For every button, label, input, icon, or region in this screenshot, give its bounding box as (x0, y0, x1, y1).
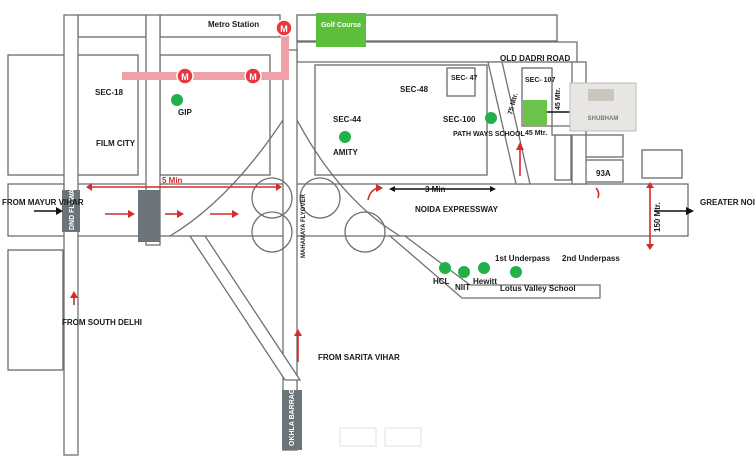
road-45m-horizontal-label: 45 Mtr. (525, 130, 547, 137)
hewitt-label: Hewitt (473, 277, 497, 286)
niit-label: NIIT (455, 283, 470, 292)
amity-label: AMITY (333, 148, 359, 157)
second-underpass-label: 2nd Underpass (562, 254, 620, 263)
block (584, 134, 624, 158)
sector-blocks (7, 14, 683, 371)
arrow-head (646, 182, 654, 188)
film-city-label: FILM CITY (96, 139, 136, 148)
block (641, 149, 683, 179)
metro-line: M M M (122, 19, 293, 85)
block (446, 67, 476, 97)
from-mayur-vihar-label: FROM MAYUR VIHAR (2, 198, 84, 207)
arrow-head (276, 183, 282, 191)
watermark-marks (339, 427, 422, 447)
lotus-label: Lotus Valley School (500, 284, 576, 293)
arrow-head (490, 186, 496, 192)
lotus-dot (510, 266, 522, 278)
arrow-head (294, 329, 302, 336)
arrow-head (232, 210, 239, 218)
block (77, 14, 147, 38)
three-min-label: 3 Min (425, 185, 446, 194)
arrow-head (376, 184, 383, 192)
distance-markers (34, 186, 694, 215)
hcl-label: HCL (433, 277, 450, 286)
arrow-head (516, 142, 524, 150)
arrow-head (686, 207, 694, 215)
amity-dot (339, 131, 351, 143)
logo-emblem (588, 89, 614, 101)
okhla-barrage-label: OKHLA BARRAGE (289, 384, 296, 446)
metro-station-icon (275, 19, 293, 37)
pathways-label: PATH WAYS SCHOOL (453, 131, 526, 138)
sec44-label: SEC-44 (333, 115, 362, 124)
sector-93a-label: 93A (596, 169, 611, 178)
landmarks (171, 94, 522, 278)
mahamaya-flyover-label: MAHAMAYA FLYOVER (301, 194, 307, 258)
okhla-barrage-box (282, 390, 302, 450)
greater-noida-label: GREATER NOIDA (700, 198, 755, 207)
dnd-flyway-box (62, 190, 80, 232)
ramp (296, 119, 401, 237)
metro-station-icon (244, 67, 262, 85)
arrow-head (128, 210, 135, 218)
loop (299, 177, 341, 219)
five-min-label: 5 Min (162, 176, 183, 185)
watermark (339, 427, 377, 447)
loop (251, 177, 293, 219)
metro-station-icon (176, 67, 194, 85)
arrow-head (56, 207, 63, 215)
arrow-head (646, 244, 654, 250)
ramp (169, 119, 284, 237)
roads (7, 14, 689, 456)
logo-text: SHUBHAM (588, 116, 619, 122)
first-underpass-label: 1st Underpass (495, 254, 551, 263)
hcl-dot (439, 262, 451, 274)
hewitt-dot (478, 262, 490, 274)
metro-station-label: Metro Station (208, 20, 259, 29)
block (7, 249, 64, 371)
gip-label: GIP (178, 108, 192, 117)
arrow-head (70, 291, 78, 298)
loop (344, 211, 386, 253)
loop (251, 211, 293, 253)
diag-road-left (188, 235, 302, 381)
arrow (595, 187, 600, 199)
diag-road-right (388, 235, 601, 299)
noida-expressway-road (7, 183, 689, 237)
golf-course-area (316, 13, 366, 47)
sec107-label: SEC- 107 (525, 77, 555, 84)
from-south-delhi-label: FROM SOUTH DELHI (62, 318, 142, 327)
block (554, 134, 572, 181)
sec47-label: SEC- 47 (451, 75, 478, 82)
sec48-label: SEC-48 (400, 85, 429, 94)
road-45m-vertical-label: 45 Mtr. (555, 88, 562, 110)
traffic-arrows (70, 142, 654, 362)
old-dadri-road-label: OLD DADRI ROAD (500, 54, 570, 63)
toll-box (138, 190, 160, 242)
150m-label: 150 Mtr. (653, 202, 662, 232)
dnd-road (63, 14, 79, 456)
map-labels: Metro Station OLD DADRI ROAD SEC-18 SEC-… (2, 20, 755, 362)
from-sarita-vihar-label: FROM SARITA VIHAR (318, 353, 400, 362)
niit-dot (458, 266, 470, 278)
arrow-head (389, 186, 395, 192)
metro-m-label: M (249, 72, 257, 82)
sec100-label: SEC-100 (443, 115, 476, 124)
pathways-dot (485, 112, 497, 124)
golf-course-label: Golf Course (321, 22, 361, 29)
arrow-head (177, 210, 184, 218)
noida-expressway-label: NOIDA EXPRESSWAY (415, 205, 499, 214)
project-site-marker (523, 100, 547, 126)
metro-m-label: M (181, 72, 189, 82)
metro-m-label: M (280, 24, 288, 34)
arrow-head (86, 183, 92, 191)
watermark (384, 427, 422, 447)
gip-dot (171, 94, 183, 106)
sec18-label: SEC-18 (95, 88, 124, 97)
dnd-flyway-label: DND FLYWAY (69, 185, 76, 230)
